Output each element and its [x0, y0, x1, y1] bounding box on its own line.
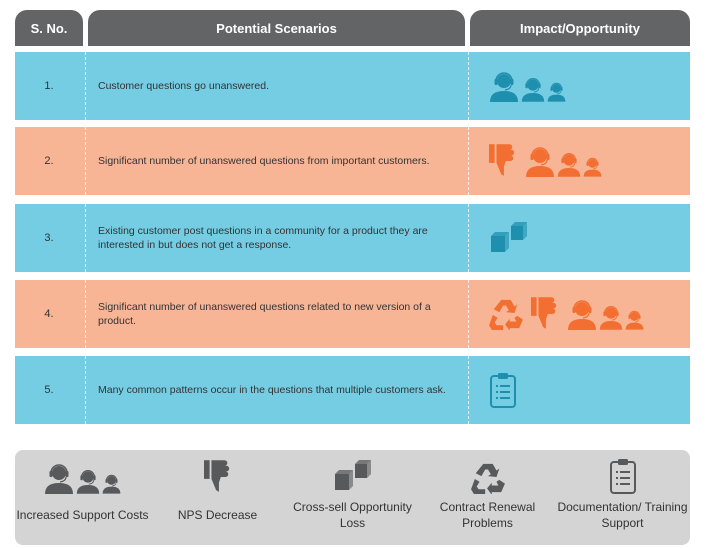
clipboard-icon: [609, 458, 637, 494]
row-number: 1.: [44, 80, 54, 92]
row-number: 2.: [44, 155, 54, 167]
table-row: 3. Existing customer post questions in a…: [15, 204, 690, 272]
legend-label: Documentation/ Training Support: [557, 500, 688, 530]
scenario-text: Existing customer post questions in a co…: [98, 225, 428, 251]
impact-icons: [489, 127, 602, 195]
legend-item: Documentation/ Training Support: [555, 450, 690, 545]
row-number: 3.: [44, 232, 54, 244]
legend-label: Contract Renewal Problems: [439, 500, 536, 530]
header-scenarios: Potential Scenarios: [88, 10, 465, 46]
row-number: 4.: [44, 308, 54, 320]
scenario-text: Significant number of unanswered questio…: [98, 301, 431, 327]
legend-item: Cross-sell Opportunity Loss: [285, 450, 420, 545]
scenario-text: Significant number of unanswered questio…: [98, 155, 430, 167]
impact-icons: [489, 52, 566, 120]
table-row: 2. Significant number of unanswered ques…: [15, 127, 690, 195]
recycle-icon: [489, 298, 523, 330]
impact-icons: [489, 280, 644, 348]
legend-label: Increased Support Costs: [16, 508, 149, 522]
legend-label: NPS Decrease: [177, 508, 258, 522]
legend-item: NPS Decrease: [150, 450, 285, 545]
impact-icons: [489, 204, 529, 272]
legend-item: Contract Renewal Problems: [420, 450, 555, 545]
impact-icons: [489, 356, 517, 424]
support-agents-icon: [44, 462, 121, 494]
table-row: 1. Customer questions go unanswered.: [15, 52, 690, 120]
scenario-text: Customer questions go unanswered.: [98, 80, 270, 92]
support-agents-icon: [525, 145, 602, 177]
legend-label: Cross-sell Opportunity Loss: [293, 500, 412, 530]
header-impact: Impact/Opportunity: [470, 10, 690, 46]
row-number: 5.: [44, 384, 54, 396]
cubes-icon: [333, 458, 373, 494]
recycle-icon: [471, 462, 505, 494]
header-sno: S. No.: [15, 10, 83, 46]
support-agents-icon: [567, 298, 644, 330]
cubes-icon: [489, 220, 529, 256]
legend-item: Increased Support Costs: [15, 450, 150, 545]
legend: Increased Support Costs NPS Decrease Cross…: [15, 450, 690, 545]
thumbs-down-icon: [531, 297, 559, 331]
thumbs-down-icon: [489, 144, 517, 178]
support-agents-icon: [489, 70, 566, 102]
scenario-text: Many common patterns occur in the questi…: [98, 384, 446, 396]
thumbs-down-icon: [204, 460, 232, 494]
table-row: 5. Many common patterns occur in the que…: [15, 356, 690, 424]
clipboard-icon: [489, 372, 517, 408]
table-row: 4. Significant number of unanswered ques…: [15, 280, 690, 348]
